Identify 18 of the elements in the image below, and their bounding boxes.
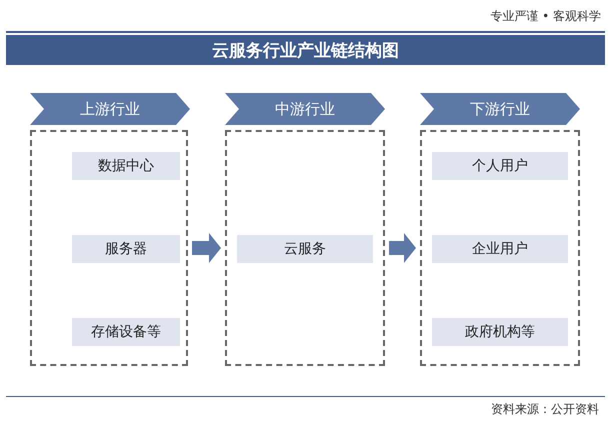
item-box: 个人用户 bbox=[432, 152, 568, 180]
dashed-group-box bbox=[420, 130, 580, 366]
block-arrow bbox=[389, 233, 416, 263]
item-box: 存储设备等 bbox=[72, 318, 180, 346]
item-box: 云服务 bbox=[237, 235, 373, 263]
chevron-header: 下游行业 bbox=[420, 93, 580, 125]
tagline-text: 专业严谨 • 客观科学 bbox=[490, 8, 601, 25]
dashed-group-box bbox=[30, 130, 188, 366]
title-banner: 云服务行业产业链结构图 bbox=[6, 35, 605, 65]
item-box: 服务器 bbox=[72, 235, 180, 263]
dashed-group-box bbox=[225, 130, 385, 366]
block-arrow bbox=[192, 233, 221, 263]
item-box: 政府机构等 bbox=[432, 318, 568, 346]
chevron-header: 上游行业 bbox=[30, 93, 190, 125]
chevron-header: 中游行业 bbox=[225, 93, 385, 125]
source-note: 资料来源：公开资料 bbox=[491, 401, 599, 418]
item-box: 数据中心 bbox=[72, 152, 180, 180]
item-box: 企业用户 bbox=[432, 235, 568, 263]
